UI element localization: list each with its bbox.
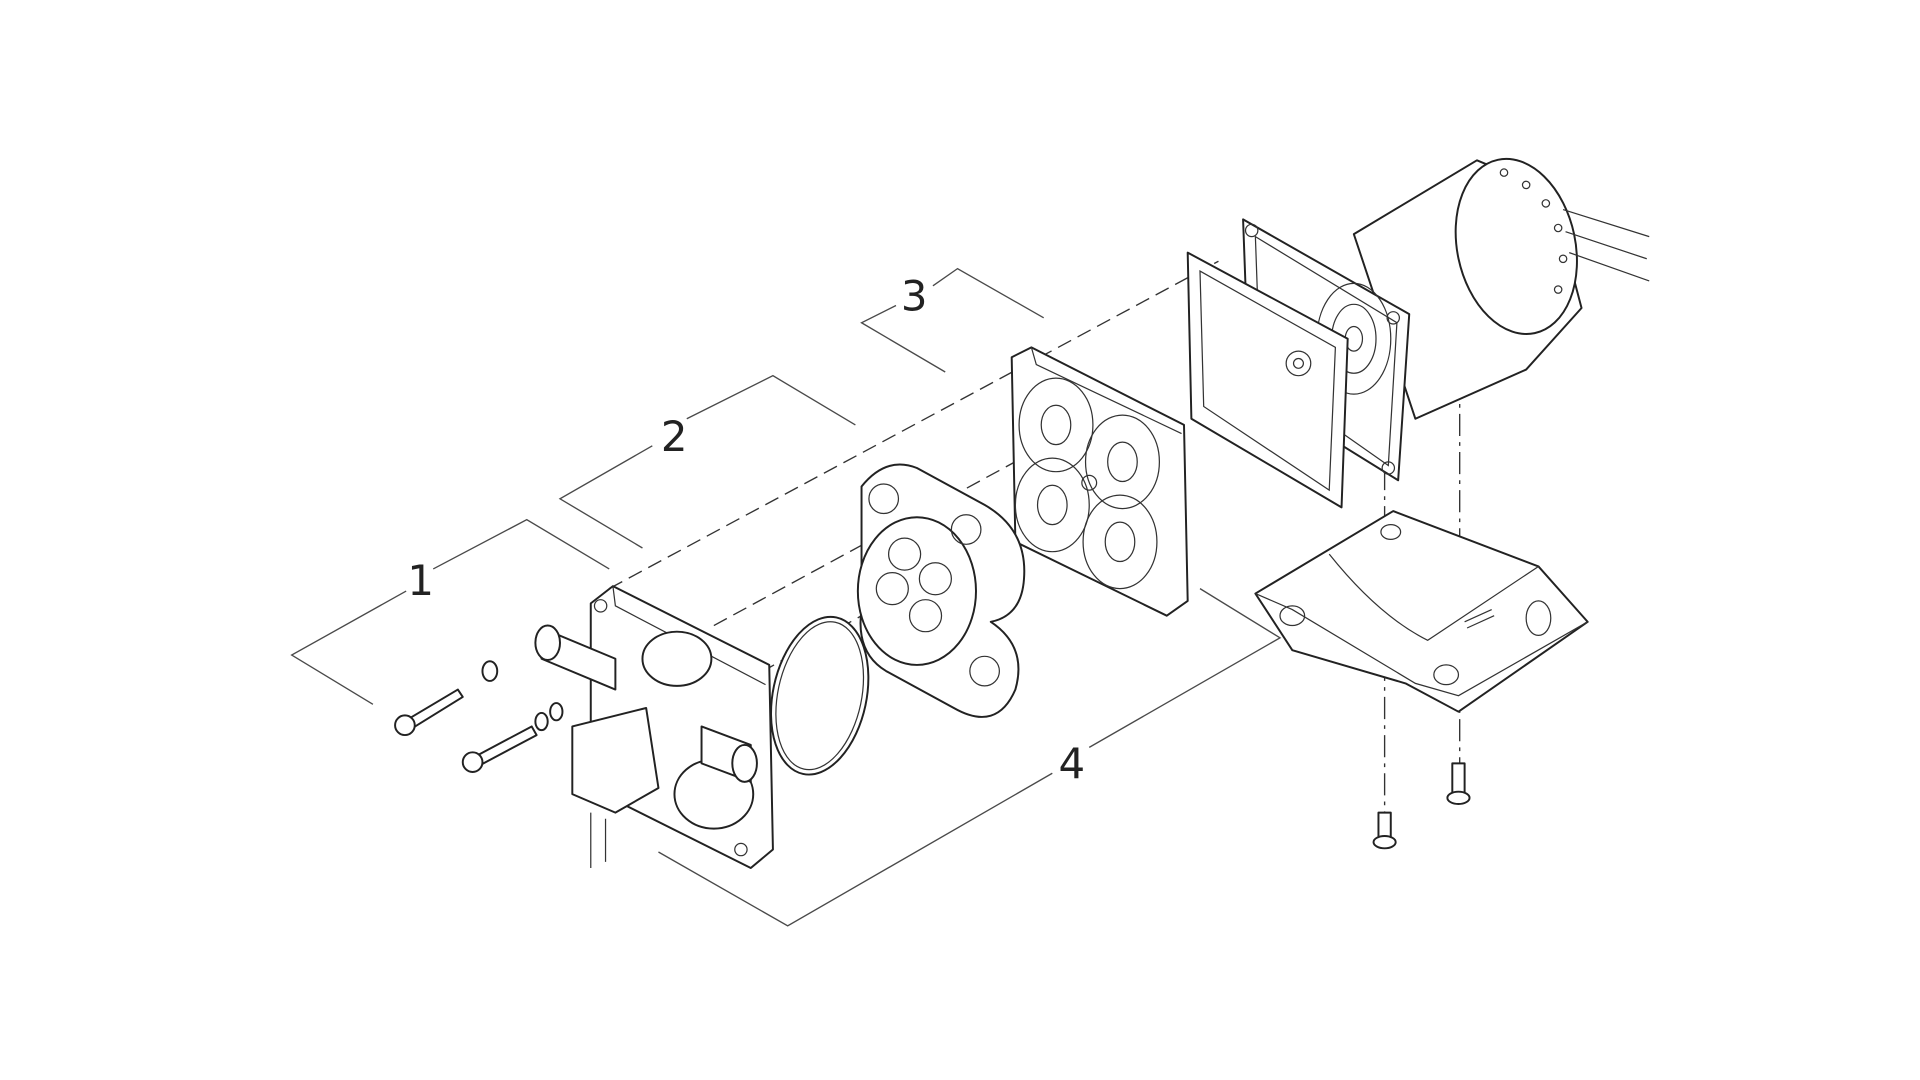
callout-label-1: 1	[407, 556, 434, 605]
mounting-bracket	[1254, 510, 1589, 713]
callout-4: 4	[658, 588, 1282, 927]
pump-head	[534, 585, 774, 869]
front-screws	[394, 660, 564, 773]
bracket-screws	[1372, 762, 1471, 850]
callout-1: 1	[290, 518, 610, 705]
gasket	[1186, 251, 1349, 509]
diaphragm-housing	[1010, 346, 1189, 617]
o-ring	[770, 615, 870, 776]
callout-label-4: 4	[1058, 739, 1085, 788]
callout-3: 3	[860, 267, 1045, 373]
callout-label-2: 2	[661, 412, 688, 461]
callout-2: 2	[558, 374, 856, 549]
callout-label-3: 3	[901, 271, 928, 320]
motor	[1352, 157, 1650, 420]
valve-assembly	[856, 463, 1026, 718]
